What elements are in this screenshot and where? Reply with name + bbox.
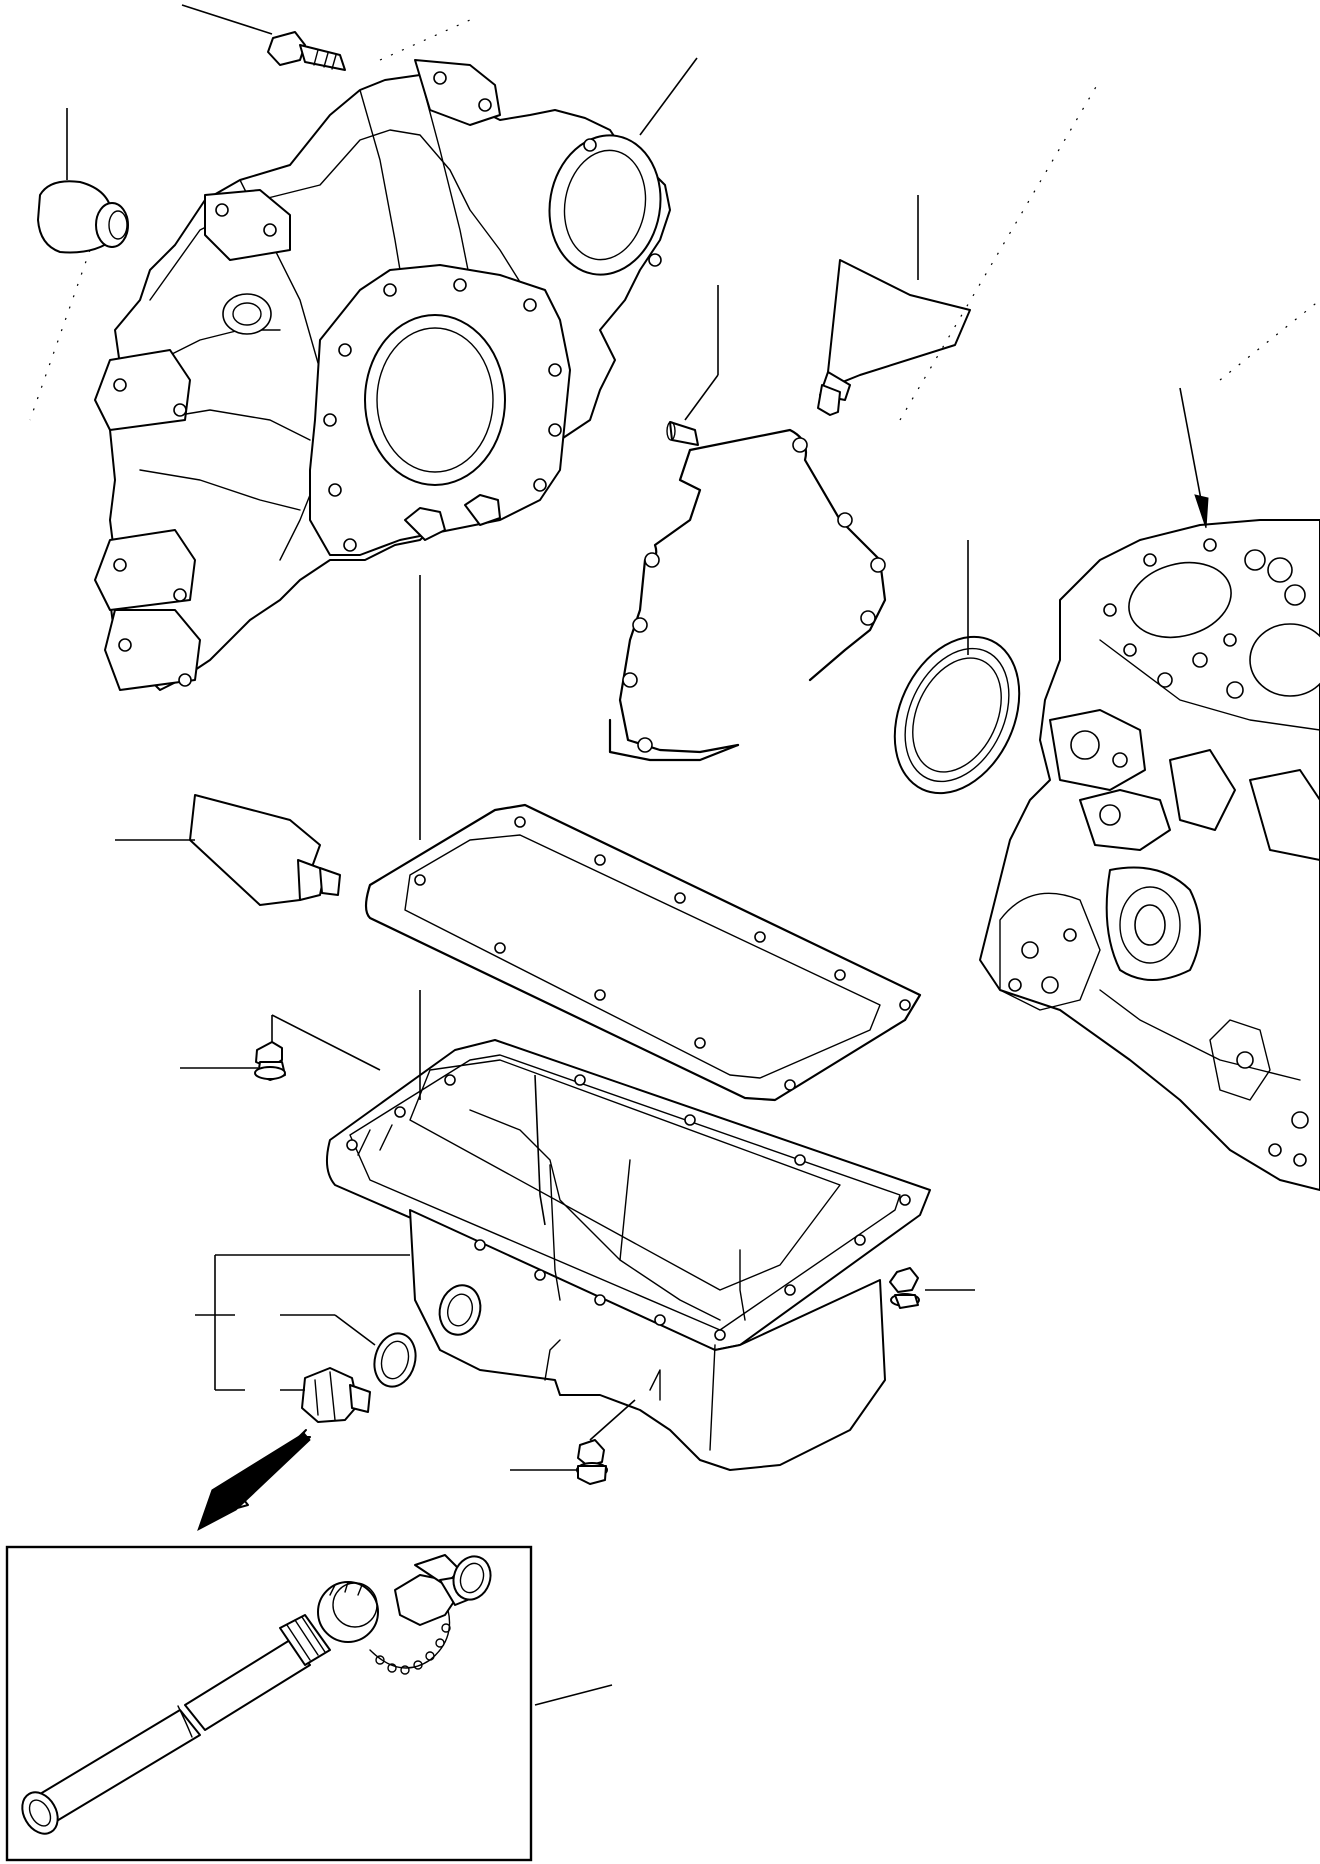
pan-bolt-left bbox=[254, 1041, 286, 1081]
flywheel-housing bbox=[94, 59, 671, 691]
oil-level-gauge-inset bbox=[5, 1545, 533, 1862]
dowel-pin bbox=[666, 421, 699, 446]
leader-lines bbox=[29, 4, 1320, 1706]
oil-pan-gasket bbox=[364, 803, 922, 1102]
drain-washer bbox=[373, 1332, 417, 1388]
arrow-to-inset bbox=[197, 1429, 311, 1532]
flange-bolt bbox=[267, 31, 346, 71]
housing-plug bbox=[37, 180, 129, 254]
arrow-to-block bbox=[1179, 387, 1209, 529]
oil-pan bbox=[325, 1039, 931, 1471]
pan-bolt-bottom bbox=[576, 1439, 608, 1485]
drain-plug bbox=[301, 1367, 371, 1423]
cylinder-block bbox=[979, 519, 1320, 1191]
pan-bolt-right bbox=[889, 1267, 920, 1309]
oil-seal bbox=[893, 635, 1021, 795]
sealant-tube-upper bbox=[817, 259, 971, 416]
sealant-tube-lower bbox=[189, 794, 341, 906]
rear-cover-gasket bbox=[608, 428, 887, 762]
